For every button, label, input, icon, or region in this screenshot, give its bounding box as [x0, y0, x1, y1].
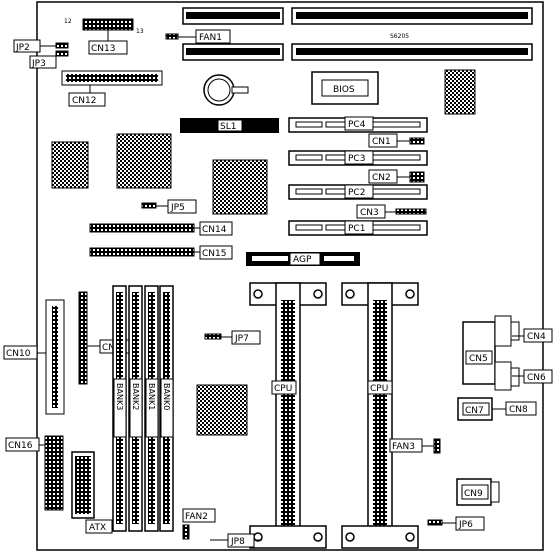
pci-slot-3: PC3: [288, 150, 428, 166]
cn16-atx-connector: CN16 ATX: [5, 435, 113, 534]
cn2-header: CN2: [368, 169, 425, 184]
cn13-header: 12 13 CN13: [64, 18, 144, 55]
cpu-slot-2: CPU: [341, 282, 419, 549]
cn4-label: CN4: [527, 332, 546, 342]
cn13-pin12-label: 12: [64, 18, 72, 25]
jp6-jumper: JP6: [427, 516, 485, 531]
dimm-bank-3: BANK3: [112, 285, 127, 532]
fan3-label: FAN3: [392, 442, 415, 452]
cpu2-label: CPU: [370, 384, 388, 394]
cn6-label: CN6: [527, 373, 546, 383]
chip-io: [196, 384, 248, 436]
cn9-label: CN9: [464, 489, 483, 499]
cn3-header: CN3: [356, 204, 427, 219]
cpu-slot-1: CPU: [249, 282, 327, 549]
bank3-label: BANK3: [115, 383, 124, 410]
fan2-label: FAN2: [185, 512, 208, 522]
jp8-jumper: JP8: [210, 533, 262, 548]
jp2-label: JP2: [15, 43, 30, 53]
cn13-pin13-label: 13: [136, 28, 144, 35]
pc4-label: PC4: [348, 120, 366, 130]
cn1-label: CN1: [372, 137, 391, 147]
pc3-label: PC3: [348, 154, 365, 164]
cn3-label: CN3: [360, 208, 379, 218]
pci-slot-1: PC1: [288, 220, 428, 236]
sl1-label: SL1: [220, 122, 236, 132]
cn7-label: CN7: [465, 406, 484, 416]
chip-top-right: [444, 69, 476, 115]
jp8-label: JP8: [230, 537, 245, 547]
bios-chip: BIOS: [311, 71, 379, 105]
cn16-label: CN16: [8, 441, 33, 451]
cn12-label: CN12: [72, 96, 96, 106]
cn9-connector: CN9: [456, 478, 500, 506]
sl1-slot: SL1: [180, 118, 279, 133]
agp-label: AGP: [293, 255, 312, 265]
top-slots: [182, 7, 533, 61]
dimm-bank-2: BANK2: [128, 285, 143, 532]
cn14-connector: CN14: [89, 221, 233, 236]
cn8-label: CN8: [509, 405, 528, 415]
jp6-label: JP6: [458, 520, 473, 530]
cn2-label: CN2: [372, 173, 391, 183]
cn10-connector: CN10: [3, 299, 65, 415]
s6205-label: S6205: [390, 33, 409, 40]
cn4-port: CN4: [512, 328, 553, 343]
bank0-label: BANK0: [162, 383, 171, 410]
cn5-connector: CN5: [462, 315, 520, 391]
chip-left: [51, 141, 89, 189]
pci-slot-4: PC4: [288, 116, 428, 133]
cn10-label: CN10: [6, 349, 31, 359]
cn12-connector: CN12: [61, 70, 163, 107]
cn13-label: CN13: [91, 44, 115, 54]
pci-slot-2: PC2: [288, 184, 428, 200]
cn1-header: CN1: [368, 133, 425, 148]
fan1-label: FAN1: [199, 33, 222, 43]
pc2-label: PC2: [348, 188, 365, 198]
cn5-label: CN5: [469, 354, 488, 364]
fan3-header: FAN3: [389, 438, 441, 454]
fan2-header: FAN2: [182, 508, 216, 540]
atx-label: ATX: [89, 523, 106, 533]
cn6-port: CN6: [512, 369, 553, 384]
jp5-jumper: JP5: [141, 199, 197, 214]
jp2-jumper: JP2: [13, 39, 69, 53]
cpu1-label: CPU: [274, 384, 292, 394]
jp7-label: JP7: [234, 334, 249, 344]
cn15-label: CN15: [202, 249, 226, 259]
cn15-connector: CN15: [89, 245, 233, 260]
jp3-label: JP3: [31, 59, 46, 69]
fan1-header: FAN1: [165, 29, 231, 44]
jp3-jumper: JP3: [29, 50, 69, 69]
dimm-bank-1: BANK1: [144, 285, 159, 532]
bios-label: BIOS: [333, 85, 355, 95]
jp7-jumper: JP7: [204, 330, 261, 345]
cn14-label: CN14: [202, 225, 227, 235]
bank1-label: BANK1: [147, 383, 156, 410]
cn7-connector: CN7 CN8: [457, 397, 537, 421]
agp-slot: AGP: [246, 252, 360, 266]
bank2-label: BANK2: [131, 383, 140, 410]
chip-southbridge: [212, 159, 268, 215]
jp5-label: JP5: [170, 203, 185, 213]
chip-northbridge: [116, 133, 172, 189]
dimm-bank-0: BANK0: [159, 285, 174, 532]
pc1-label: PC1: [348, 224, 365, 234]
battery: [203, 74, 249, 106]
